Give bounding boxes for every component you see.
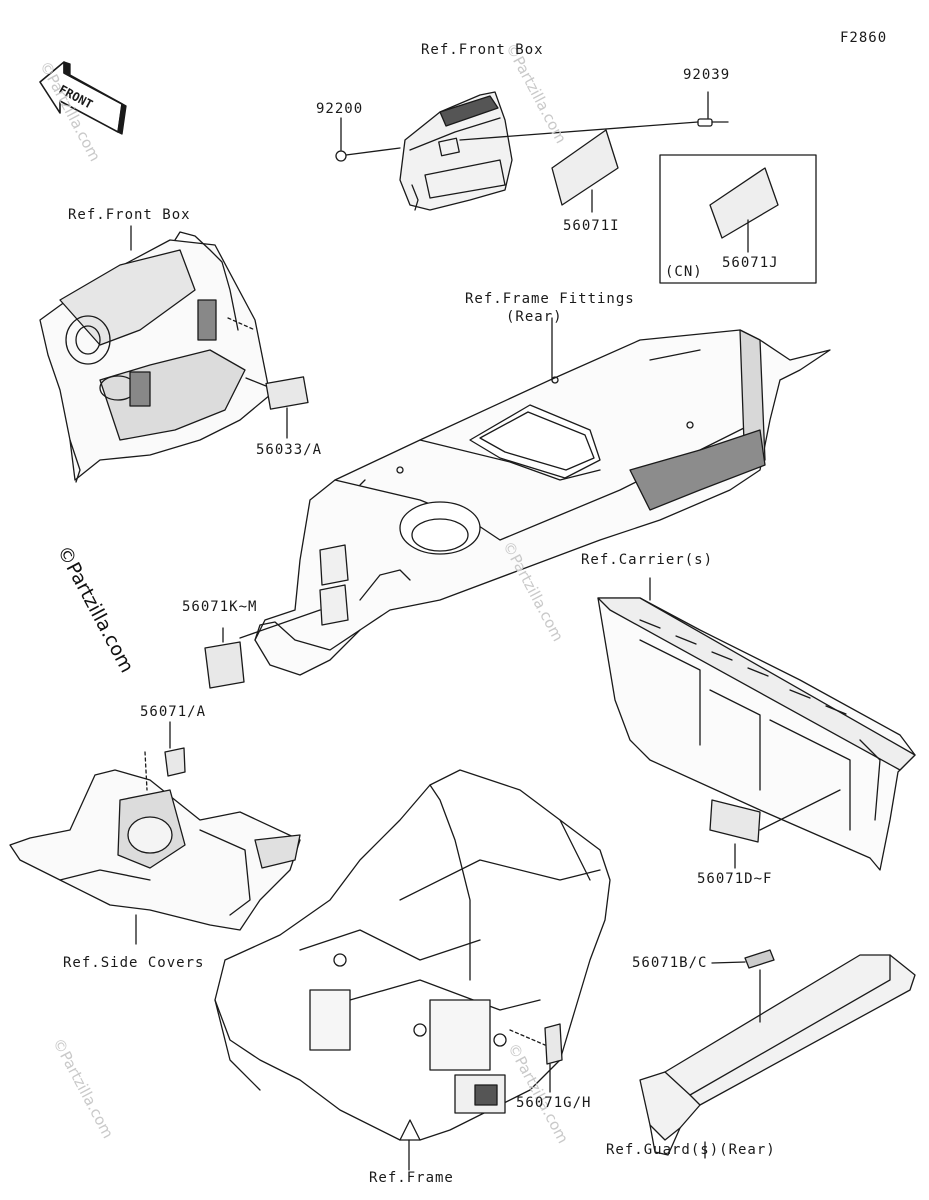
dashboard-part bbox=[39, 225, 271, 483]
figure-code: F2860 bbox=[840, 30, 888, 46]
ref-front-box-top-label: Ref.Front Box bbox=[421, 42, 544, 58]
ref-guard-rear-label: Ref.Guard(s)(Rear) bbox=[606, 1142, 776, 1158]
part-56071I-label: 56071I bbox=[563, 218, 620, 234]
frame-part bbox=[214, 769, 611, 1171]
nut-92200 bbox=[335, 150, 347, 162]
ref-front-box-left-label: Ref.Front Box bbox=[68, 207, 191, 223]
part-56071DF-label: 56071D~F bbox=[697, 871, 773, 887]
part-56071KM-label: 56071K~M bbox=[182, 599, 258, 615]
label-56071A-part bbox=[144, 721, 186, 791]
part-56033A-label: 56033/A bbox=[256, 442, 323, 458]
part-56071GH-label: 56071G/H bbox=[516, 1095, 592, 1111]
label-56071BC-part bbox=[711, 949, 775, 1023]
ref-carriers-label: Ref.Carrier(s) bbox=[581, 552, 714, 568]
part-56071A-label: 56071/A bbox=[140, 704, 207, 720]
part-56071J-label: 56071J bbox=[722, 255, 779, 271]
front-box-top-part bbox=[399, 91, 513, 211]
part-92039-label: 92039 bbox=[683, 67, 731, 83]
part-92200-label: 92200 bbox=[316, 101, 364, 117]
ref-frame-fittings-rear-label: (Rear) bbox=[506, 309, 563, 325]
cn-label: (CN) bbox=[665, 264, 703, 280]
label-56071DF-part bbox=[709, 799, 761, 869]
label-56071GH-part bbox=[509, 1023, 563, 1093]
side-cover-part bbox=[9, 769, 301, 945]
label-56071KM-part bbox=[204, 609, 321, 689]
frame-fittings-part bbox=[254, 317, 831, 676]
part-56071BC-label: 56071B/C bbox=[632, 955, 708, 971]
carrier-part bbox=[597, 577, 916, 871]
label-56071I-part bbox=[551, 129, 619, 213]
ref-frame-fittings-label: Ref.Frame Fittings bbox=[465, 291, 635, 307]
cn-variant-box bbox=[659, 154, 817, 284]
screw-92039 bbox=[459, 91, 729, 141]
label-56033A-part bbox=[265, 376, 309, 439]
ref-side-covers-label: Ref.Side Covers bbox=[63, 955, 205, 971]
rear-guard-part bbox=[639, 954, 916, 1159]
ref-frame-label: Ref.Frame bbox=[369, 1170, 454, 1186]
